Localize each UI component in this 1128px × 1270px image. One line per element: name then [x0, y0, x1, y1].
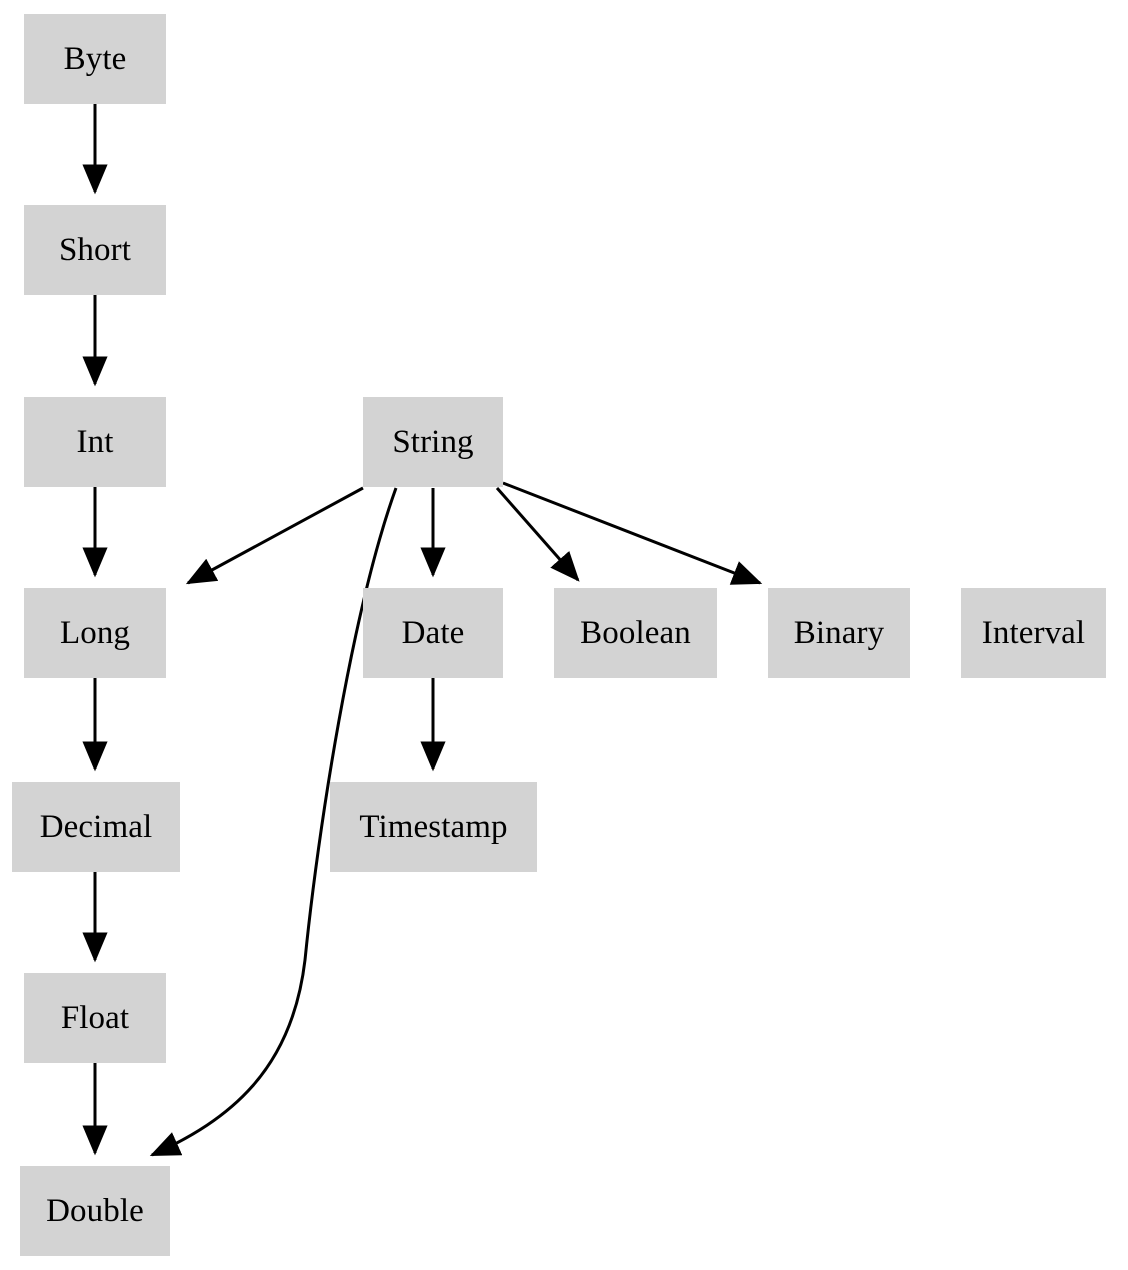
node-long[interactable]: Long: [24, 588, 166, 678]
node-string[interactable]: String: [363, 397, 503, 487]
node-label-int: Int: [76, 423, 114, 460]
node-label-date: Date: [401, 614, 465, 651]
edge-string-binary: [502, 481, 763, 585]
node-byte[interactable]: Byte: [24, 14, 166, 104]
node-int[interactable]: Int: [24, 397, 166, 487]
node-date[interactable]: Date: [363, 588, 503, 678]
node-float[interactable]: Float: [24, 973, 166, 1063]
node-label-short: Short: [58, 231, 131, 268]
node-decimal[interactable]: Decimal: [12, 782, 180, 872]
node-label-timestamp: Timestamp: [359, 808, 508, 845]
edge-string-long: [185, 486, 364, 585]
node-label-string: String: [392, 423, 474, 460]
node-label-double: Double: [46, 1192, 144, 1229]
node-label-boolean: Boolean: [580, 614, 691, 651]
node-label-interval: Interval: [981, 614, 1086, 651]
node-interval[interactable]: Interval: [961, 588, 1106, 678]
node-double[interactable]: Double: [20, 1166, 170, 1256]
node-binary[interactable]: Binary: [768, 588, 910, 678]
node-short[interactable]: Short: [24, 205, 166, 295]
edge-string-boolean: [495, 487, 580, 582]
node-timestamp[interactable]: Timestamp: [330, 782, 537, 872]
node-boolean[interactable]: Boolean: [554, 588, 717, 678]
node-label-byte: Byte: [63, 40, 127, 77]
node-label-decimal: Decimal: [39, 808, 153, 845]
node-label-long: Long: [59, 614, 131, 651]
node-label-float: Float: [60, 999, 130, 1036]
node-label-binary: Binary: [793, 614, 885, 651]
